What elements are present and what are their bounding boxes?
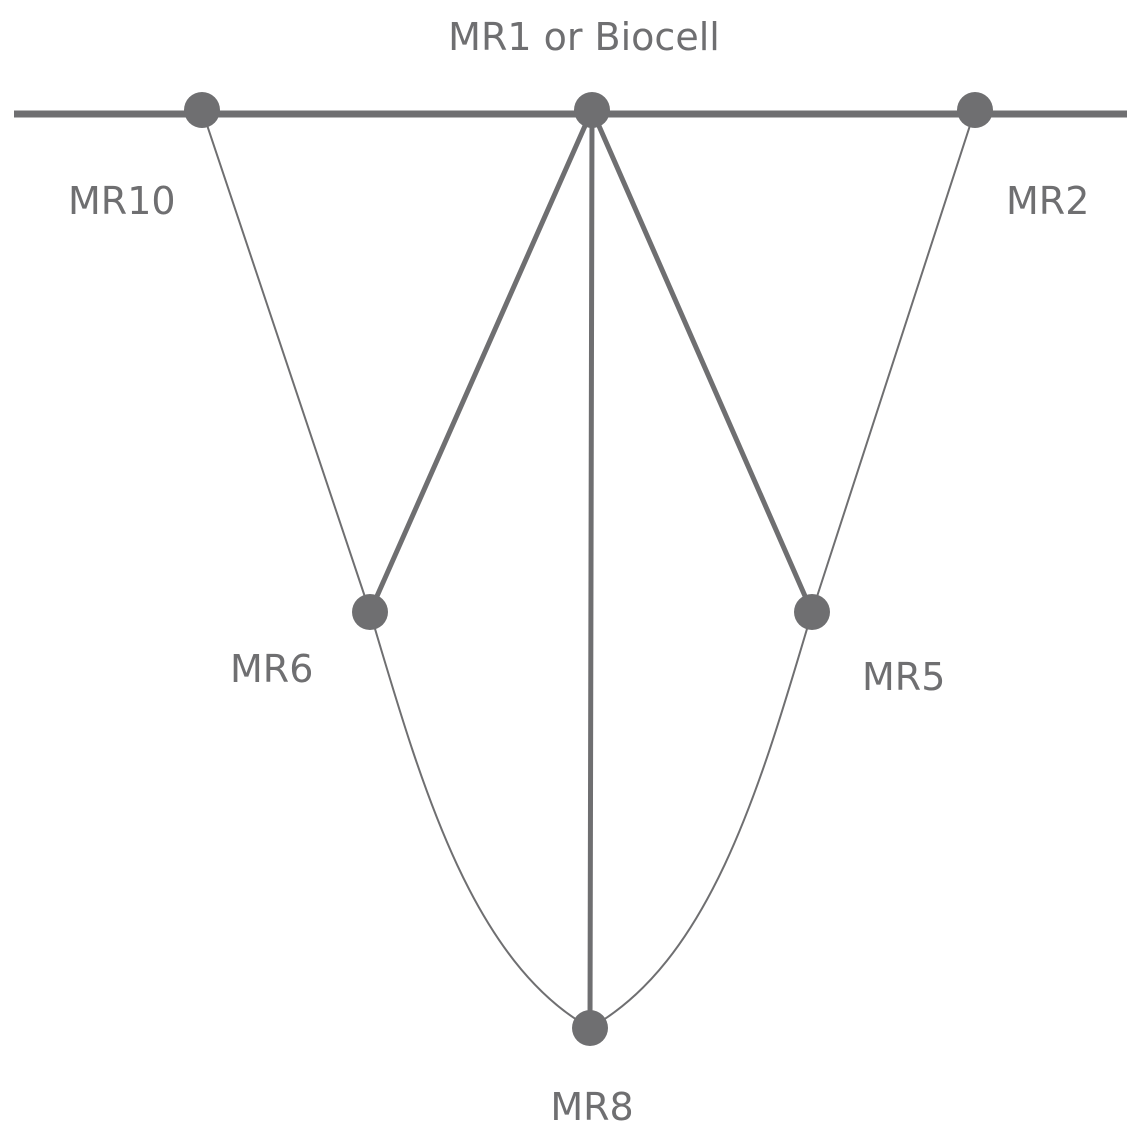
edge-mr1-mr8 (587, 107, 595, 1031)
label-mr8: MR8 (550, 1085, 633, 1129)
node-mr8 (572, 1010, 608, 1046)
label-mr1: MR1 or Biocell (448, 15, 720, 59)
edge-mr6-mr8 (369, 611, 591, 1029)
edge-mr1-mr6 (367, 107, 595, 615)
label-mr6: MR6 (230, 647, 313, 691)
node-mr5 (794, 594, 830, 630)
edge-mr5-mr8 (589, 611, 813, 1029)
node-mr10 (184, 92, 220, 128)
edge-mr10-mr6 (201, 109, 371, 613)
node-mr1 (574, 92, 610, 128)
label-mr10: MR10 (68, 179, 176, 223)
edge-mr2-mr5 (811, 109, 976, 613)
label-mr2: MR2 (1006, 179, 1089, 223)
label-mr5: MR5 (862, 655, 945, 699)
node-mr2 (957, 92, 993, 128)
edge-mr1-mr5 (589, 107, 815, 615)
node-mr6 (352, 594, 388, 630)
